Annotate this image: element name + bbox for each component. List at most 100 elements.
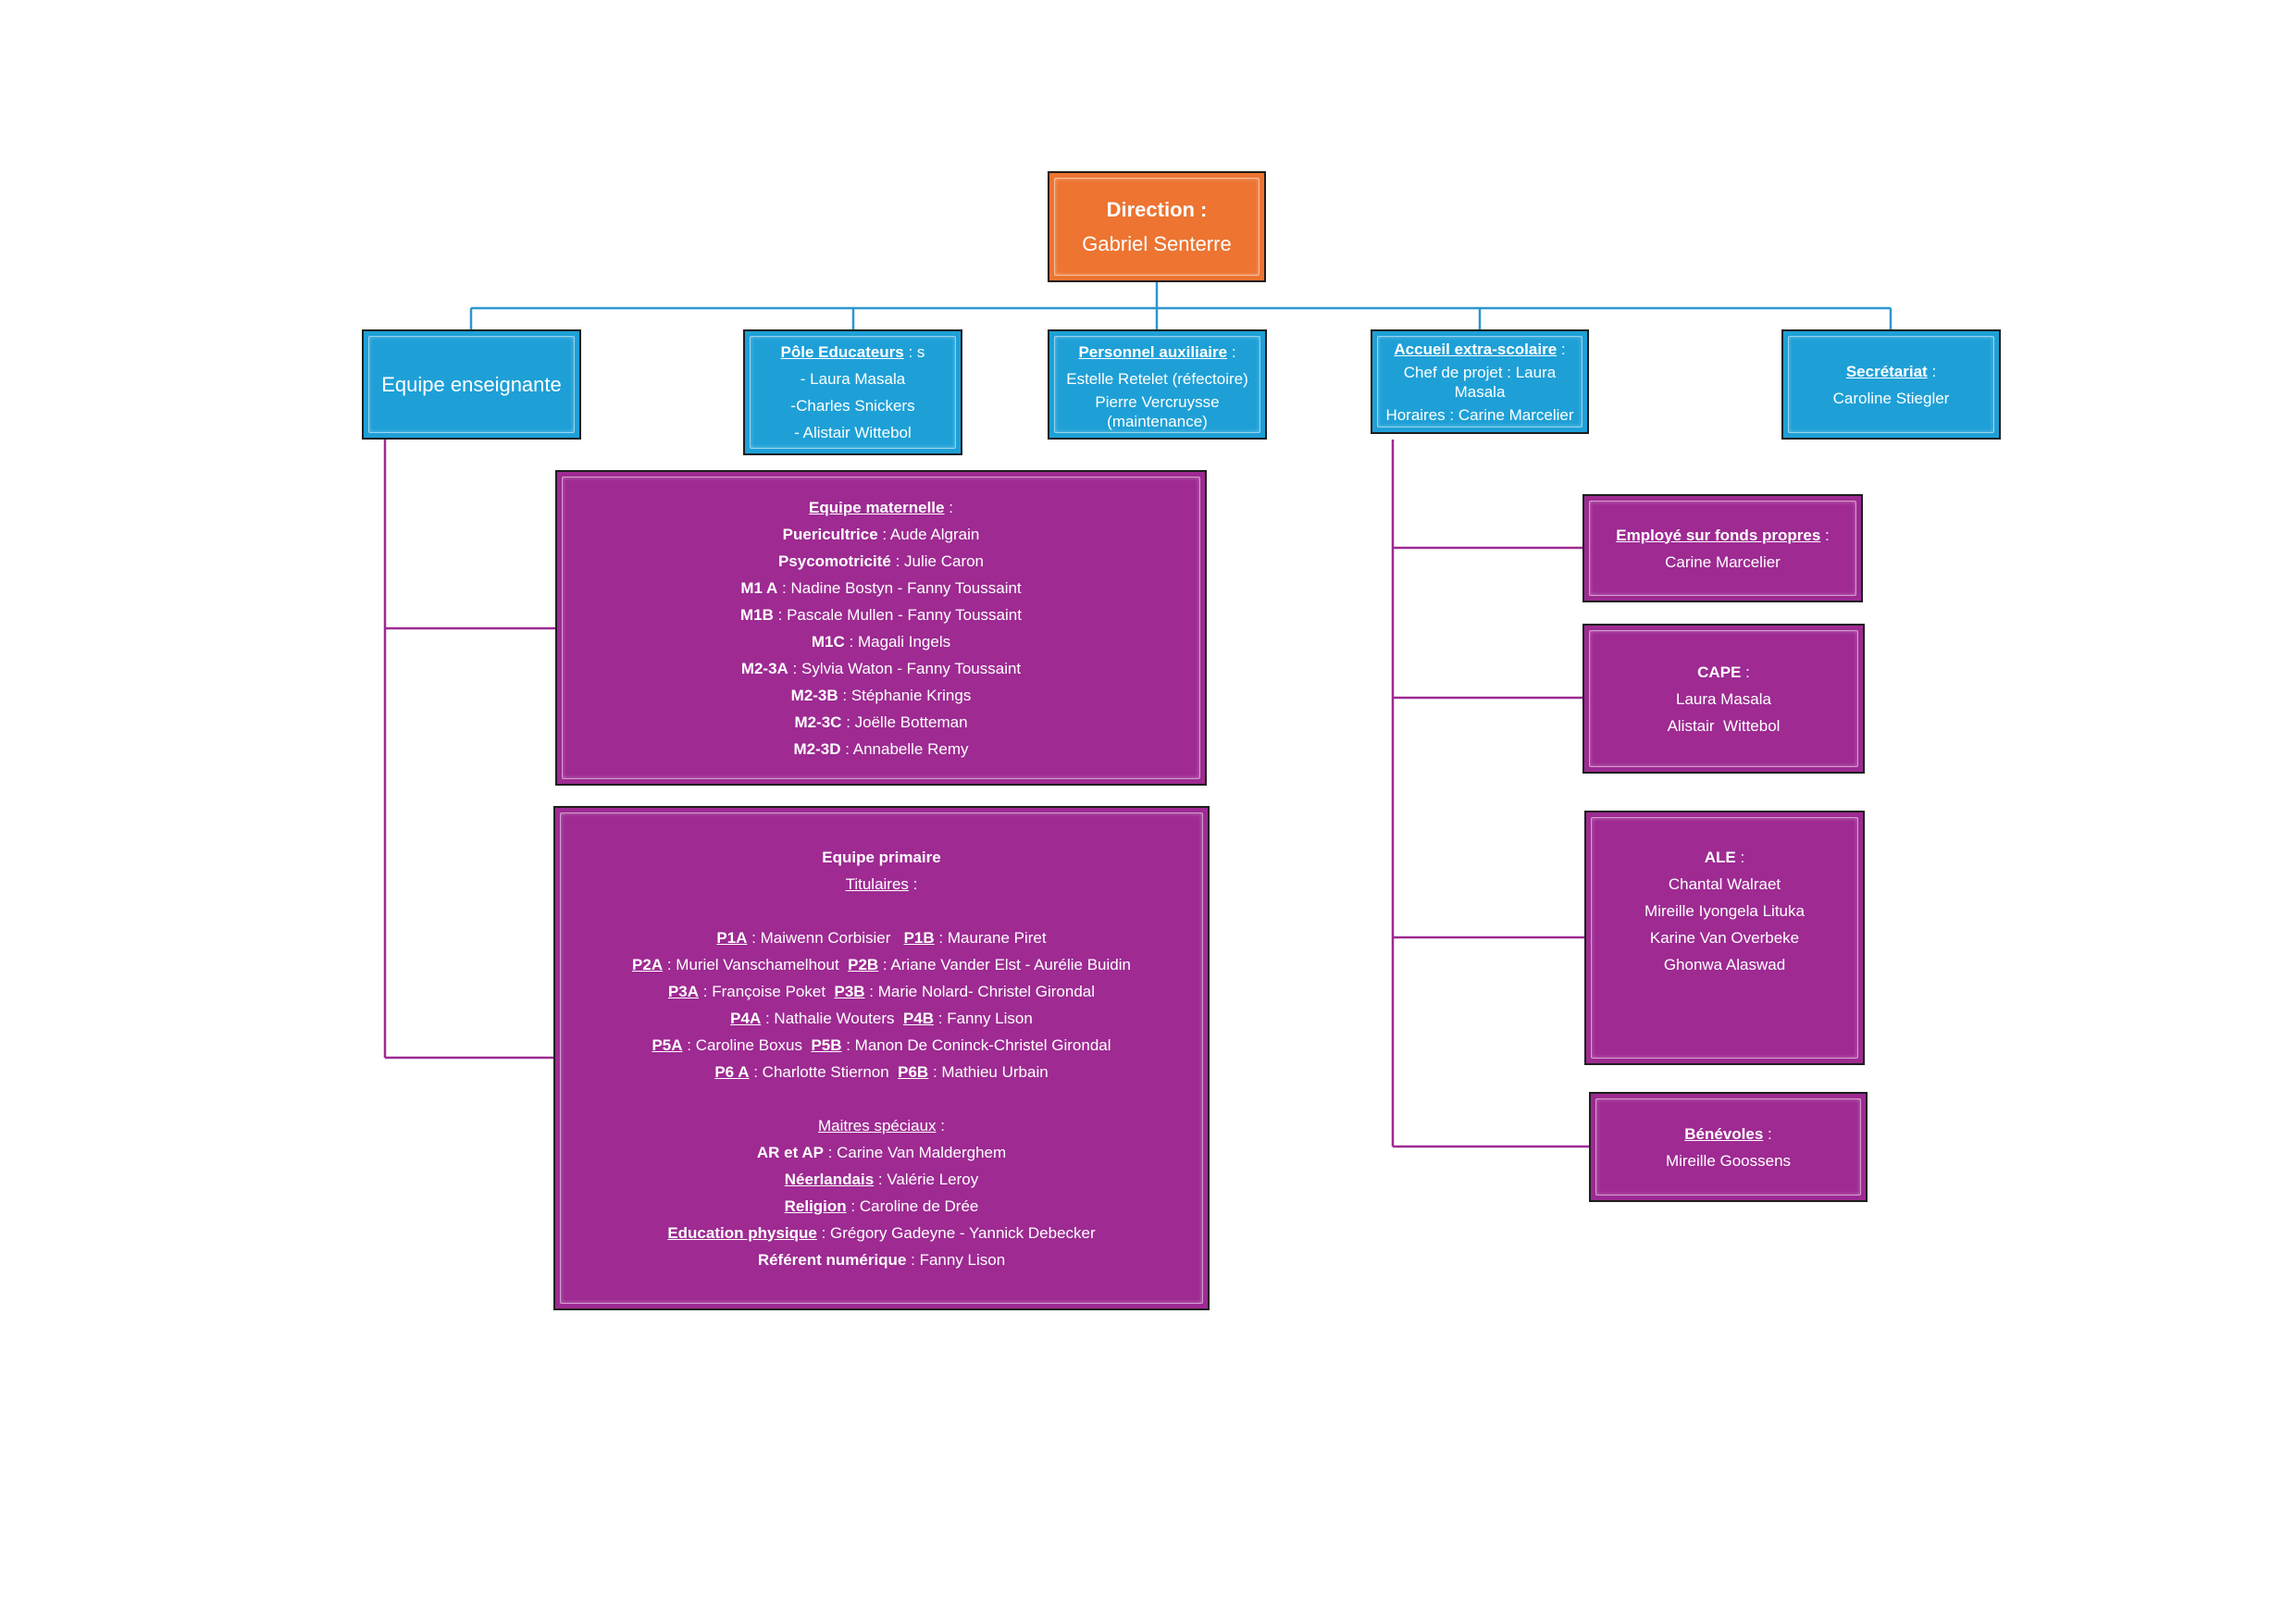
fonds-propres-heading: Employé sur fonds propres : — [1616, 522, 1830, 549]
dept-secretariat-heading: Secrétariat : — [1846, 358, 1936, 385]
dept-auxiliaire-line: Estelle Retelet (réfectoire) — [1066, 369, 1248, 388]
dept-secretariat: Secrétariat : Caroline Stiegler — [1781, 329, 2001, 440]
dept-educateurs-title: Pôle Educateurs — [780, 343, 904, 361]
primaire-class-teacher: : Charlotte Stiernon — [749, 1062, 899, 1081]
primaire-titulaires-heading: Titulaires : — [846, 871, 918, 898]
speciaux-teacher: : Valérie Leroy — [874, 1170, 979, 1188]
direction-title: Direction : — [1106, 198, 1208, 221]
team-benevoles: Bénévoles : Mireille Goossens — [1589, 1092, 1868, 1202]
maternelle-class-staff: : Aude Algrain — [877, 525, 980, 543]
primaire-class-label: P2A — [632, 955, 664, 973]
primaire-row: P4A : Nathalie Wouters P4B : Fanny Lison — [730, 1005, 1033, 1032]
cape-title: CAPE — [1697, 663, 1742, 681]
maternelle-class-staff: : Magali Ingels — [844, 632, 951, 651]
fonds-propres-suffix: : — [1820, 526, 1830, 544]
speciaux-teacher: : Carine Van Malderghem — [823, 1143, 1007, 1161]
dept-auxiliaire-line: Pierre Vercruysse — [1095, 392, 1220, 411]
speciaux-row: Religion : Caroline de Drée — [785, 1193, 979, 1220]
speciaux-subject: Référent numérique — [757, 1250, 907, 1269]
dept-auxiliaire-suffix: : — [1227, 342, 1236, 361]
dept-secretariat-title: Secrétariat — [1845, 362, 1928, 380]
primaire-class-teacher: : Mathieu Urbain — [928, 1062, 1049, 1081]
primaire-class-label: P3A — [667, 982, 700, 1000]
speciaux-subject: Religion — [784, 1196, 847, 1215]
blue-connectors — [469, 282, 1893, 330]
primaire-class-label: P4A — [730, 1009, 762, 1027]
maternelle-row: M2-3B : Stéphanie Krings — [791, 682, 972, 709]
dept-enseignante-title: Equipe enseignante — [381, 372, 562, 396]
dept-educateurs-member: - Alistair Wittebol — [794, 424, 912, 441]
speciaux-row: Néerlandais : Valérie Leroy — [785, 1166, 978, 1193]
maternelle-row: M1C : Magali Ingels — [812, 628, 950, 655]
team-cape: CAPE : Laura Masala Alistair Wittebol — [1582, 624, 1865, 774]
dept-enseignante: Equipe enseignante — [362, 329, 581, 440]
speciaux-teacher: : Fanny Lison — [906, 1250, 1006, 1269]
primaire-class-label: P5A — [652, 1035, 683, 1054]
maternelle-class-label: M2-3B — [790, 686, 838, 704]
maternelle-row: M2-3A : Sylvia Waton - Fanny Toussaint — [741, 655, 1021, 682]
primaire-class-teacher: : Ariane Vander Elst - Aurélie Buidin — [878, 955, 1131, 973]
primaire-class-teacher: : Manon De Coninck-Christel Girondal — [841, 1035, 1111, 1054]
speciaux-row: AR et AP : Carine Van Malderghem — [757, 1139, 1006, 1166]
primaire-class-label: P1B — [903, 928, 935, 947]
maternelle-class-staff: : Stéphanie Krings — [838, 686, 972, 704]
speciaux-teacher: : Caroline de Drée — [846, 1196, 979, 1215]
maternelle-class-staff: : Annabelle Remy — [840, 739, 969, 758]
direction-name: Gabriel Senterre — [1082, 232, 1232, 255]
primaire-class-teacher: : Nathalie Wouters — [761, 1009, 903, 1027]
primaire-speciaux-heading: Maitres spéciaux : — [818, 1112, 945, 1139]
maternelle-class-staff: : Nadine Bostyn - Fanny Toussaint — [777, 578, 1022, 597]
dept-educateurs-suffix: : s — [903, 343, 925, 361]
dept-extrascolaire-line: Horaires : Carine Marcelier — [1385, 405, 1574, 424]
dept-secretariat-member: Caroline Stiegler — [1832, 389, 1950, 407]
primaire-row: P5A : Caroline Boxus P5B : Manon De Coni… — [652, 1032, 1111, 1059]
benevoles-title: Bénévoles — [1684, 1124, 1764, 1143]
dept-extrascolaire-title: Accueil extra-scolaire — [1394, 340, 1558, 358]
primaire-row: P2A : Muriel Vanschamelhout P2B : Ariane… — [632, 951, 1131, 978]
primaire-class-label: P4B — [902, 1009, 935, 1027]
dept-educateurs-member: - Laura Masala — [800, 370, 906, 388]
maternelle-row: M2-3D : Annabelle Remy — [794, 736, 969, 762]
primaire-row: P6 A : Charlotte Stiernon P6B : Mathieu … — [714, 1059, 1048, 1085]
cape-member: Laura Masala — [1675, 689, 1771, 708]
cape-heading: CAPE : — [1697, 659, 1750, 686]
maternelle-suffix: : — [944, 498, 953, 516]
dept-auxiliaire-line: (maintenance) — [1107, 412, 1208, 430]
ale-title: ALE — [1704, 849, 1736, 866]
dept-auxiliaire: Personnel auxiliaire : Estelle Retelet (… — [1048, 329, 1267, 440]
purple-connectors — [383, 440, 1589, 1148]
dept-extrascolaire-line: Masala — [1454, 382, 1506, 401]
team-fonds-propres: Employé sur fonds propres : Carine Marce… — [1582, 494, 1863, 602]
primaire-class-teacher: : Caroline Boxus — [682, 1035, 812, 1054]
primaire-class-teacher: : Muriel Vanschamelhout — [663, 955, 849, 973]
dept-auxiliaire-title: Personnel auxiliaire — [1078, 342, 1228, 361]
ale-member: Karine Van Overbeke — [1649, 929, 1800, 947]
maternelle-class-staff: : Joëlle Botteman — [841, 713, 968, 731]
primaire-class-teacher: : Maurane Piret — [934, 928, 1047, 947]
maternelle-row: Puericultrice : Aude Algrain — [783, 521, 980, 548]
dept-extrascolaire-suffix: : — [1557, 340, 1566, 358]
maternelle-heading: Equipe maternelle : — [809, 494, 953, 521]
primaire-class-label: P5B — [811, 1035, 842, 1054]
speciaux-subject: Néerlandais — [784, 1170, 875, 1188]
speciaux-subject: AR et AP — [756, 1143, 824, 1161]
ale-member: Chantal Walraet — [1668, 875, 1781, 893]
maternelle-row: M1 A : Nadine Bostyn - Fanny Toussaint — [740, 575, 1021, 601]
primaire-speciaux-suffix: : — [936, 1116, 945, 1134]
primaire-titulaires-suffix: : — [908, 874, 918, 893]
maternelle-class-label: M2-3C — [794, 713, 842, 731]
speciaux-teacher: : Grégory Gadeyne - Yannick Debecker — [816, 1223, 1096, 1242]
team-maternelle: Equipe maternelle : Puericultrice : Aude… — [555, 470, 1207, 786]
dept-educateurs: Pôle Educateurs : s - Laura Masala -Char… — [743, 329, 962, 455]
maternelle-class-staff: : Julie Caron — [890, 552, 985, 570]
primaire-row: P3A : Françoise Poket P3B : Marie Nolard… — [668, 978, 1095, 1005]
primaire-speciaux-label: Maitres spéciaux — [817, 1116, 937, 1134]
speciaux-subject: Education physique — [667, 1223, 817, 1242]
maternelle-class-label: M1 A — [740, 578, 778, 597]
dept-educateurs-member: -Charles Snickers — [790, 397, 915, 415]
cape-member: Alistair Wittebol — [1667, 716, 1781, 735]
cape-suffix: : — [1741, 663, 1750, 681]
speciaux-row: Référent numérique : Fanny Lison — [758, 1246, 1005, 1273]
ale-member: Mireille Iyongela Lituka — [1644, 902, 1805, 920]
